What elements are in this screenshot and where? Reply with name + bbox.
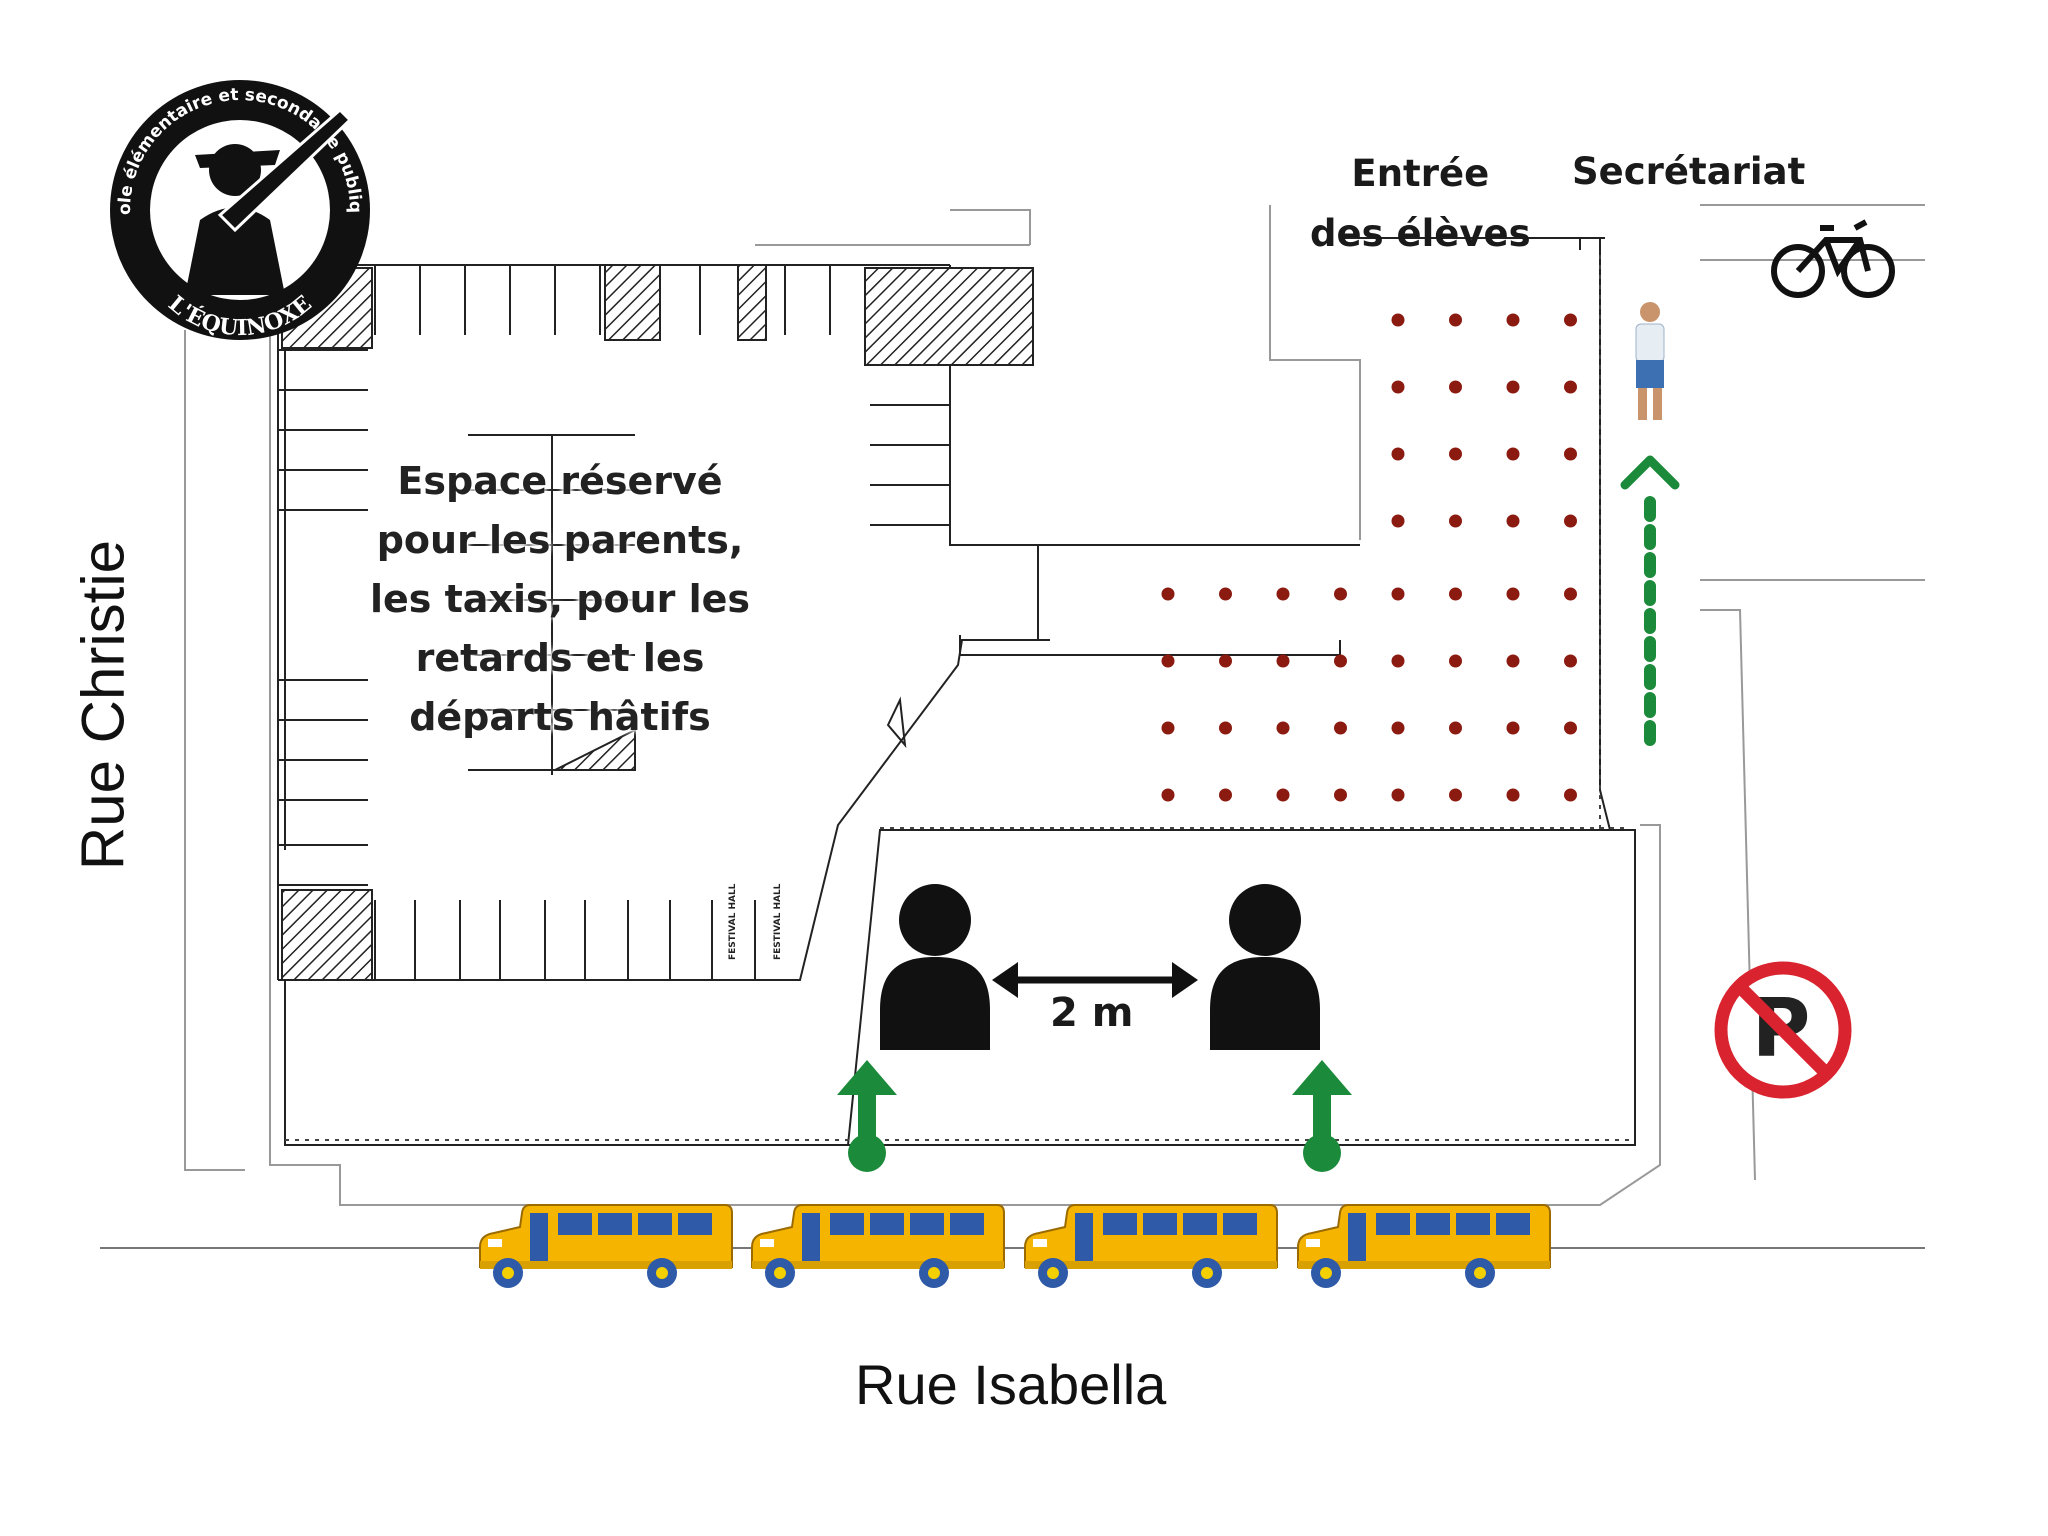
distancing-dot bbox=[1449, 587, 1462, 601]
distancing-dot bbox=[1161, 654, 1175, 668]
school-bus-icon bbox=[479, 1204, 733, 1289]
school-bus-icon bbox=[1024, 1204, 1278, 1289]
distancing-dot bbox=[1506, 788, 1520, 802]
distancing-dot bbox=[1564, 514, 1577, 528]
festival-hall-label-2: FESTIVAL HALL bbox=[773, 883, 783, 960]
distancing-dot bbox=[1391, 587, 1405, 601]
distancing-dot bbox=[1449, 514, 1462, 528]
reserved-space-label: Espace réservé pour les parents, les tax… bbox=[340, 452, 780, 747]
distancing-dot bbox=[1276, 587, 1290, 601]
distancing-dot bbox=[1449, 721, 1462, 735]
student-entrance-line-2: des élèves bbox=[1310, 212, 1531, 255]
person-icon bbox=[880, 884, 990, 1050]
distancing-dot bbox=[1391, 380, 1405, 394]
student-entrance-line-1: Entrée bbox=[1351, 152, 1490, 195]
dot-grid bbox=[1161, 313, 1577, 802]
distancing-dot bbox=[1564, 313, 1577, 327]
up-arrow-icon bbox=[837, 1060, 897, 1172]
distancing-dot bbox=[1506, 721, 1520, 735]
distancing-dot bbox=[1506, 514, 1520, 528]
distance-label: 2 m bbox=[1050, 990, 1134, 1036]
reserved-line-1: Espace réservé bbox=[397, 459, 723, 503]
distancing-dot bbox=[1506, 654, 1520, 668]
distancing-dot bbox=[1506, 380, 1520, 394]
distancing-dot bbox=[1564, 447, 1577, 461]
distancing-dot bbox=[1506, 587, 1520, 601]
distancing-dot bbox=[1391, 654, 1405, 668]
distancing-dot bbox=[1276, 654, 1290, 668]
person-icon bbox=[1210, 884, 1320, 1050]
courtyard-outline bbox=[886, 237, 1611, 831]
distancing-dot bbox=[1564, 587, 1577, 601]
distancing-dot bbox=[1219, 587, 1232, 601]
bicycle-icon bbox=[1771, 219, 1895, 298]
distancing-dot bbox=[1564, 380, 1577, 394]
fence-line bbox=[285, 255, 1630, 1141]
student-path-arrow-icon bbox=[1620, 455, 1680, 746]
student-entrance-label: Entrée des élèves bbox=[1310, 144, 1531, 264]
school-bus-icon bbox=[751, 1204, 1005, 1289]
distancing-dot bbox=[1449, 447, 1462, 461]
street-label-isabella: Rue Isabella bbox=[855, 1353, 1167, 1416]
reserved-line-3: les taxis, pour les bbox=[369, 577, 751, 621]
street-label-christie: Rue Christie bbox=[69, 539, 137, 871]
distancing-dot bbox=[1449, 380, 1462, 394]
reserved-line-5: départs hâtifs bbox=[409, 695, 711, 739]
reserved-line-4: retards et les bbox=[415, 636, 705, 680]
reserved-line-2: pour les parents, bbox=[376, 518, 744, 562]
distancing-dot bbox=[1449, 313, 1462, 327]
distancing-dot bbox=[1161, 788, 1175, 802]
distancing-dot bbox=[1219, 654, 1232, 668]
distancing-dot bbox=[1564, 788, 1577, 802]
distancing-dot bbox=[1449, 788, 1462, 802]
double-arrow-icon bbox=[992, 962, 1198, 998]
distancing-dot bbox=[1506, 313, 1520, 327]
distancing-dot bbox=[1506, 447, 1520, 461]
festival-hall-label-1: FESTIVAL HALL bbox=[728, 883, 738, 960]
distancing-dot bbox=[1161, 587, 1175, 601]
distancing-dot bbox=[1391, 514, 1405, 528]
distancing-dot bbox=[1391, 447, 1405, 461]
festival-hall-stall: FESTIVAL HALL FESTIVAL HALL bbox=[728, 883, 783, 960]
distancing-dot bbox=[1391, 788, 1405, 802]
up-arrow-icon bbox=[1292, 1060, 1352, 1172]
distancing-dot bbox=[1564, 654, 1577, 668]
distancing-dot bbox=[1334, 654, 1347, 668]
distancing-dot bbox=[1334, 721, 1347, 735]
distancing-dot bbox=[1219, 721, 1232, 735]
distancing-dot bbox=[1391, 313, 1405, 327]
distancing-dot bbox=[1276, 721, 1290, 735]
distancing-dot bbox=[1334, 587, 1347, 601]
distancing-dot bbox=[1564, 721, 1577, 735]
secretariat-label: Secrétariat bbox=[1572, 150, 1806, 193]
no-parking-icon: P bbox=[1714, 961, 1852, 1099]
distancing-dot bbox=[1334, 788, 1347, 802]
distancing-dot bbox=[1449, 654, 1462, 668]
school-bus-icon bbox=[1297, 1204, 1551, 1289]
distancing-dot bbox=[1161, 721, 1175, 735]
student-icon bbox=[1635, 302, 1665, 420]
distancing-dot bbox=[1219, 788, 1232, 802]
distancing-dot bbox=[1391, 721, 1405, 735]
school-logo: École élémentaire et secondaire publique… bbox=[110, 80, 370, 341]
distancing-dot bbox=[1276, 788, 1290, 802]
